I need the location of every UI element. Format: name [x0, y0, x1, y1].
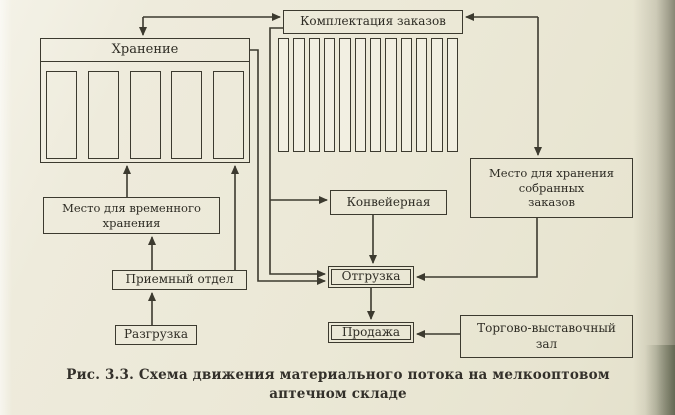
node-receiving: Приемный отдел [112, 270, 247, 290]
node-sale: Продажа [328, 322, 414, 343]
rack-bar [323, 38, 336, 152]
node-order-picking-label: Комплектация заказов [300, 14, 446, 29]
node-temp-storage: Место для временного хранения [43, 197, 220, 234]
storage-slot [129, 71, 161, 159]
rack-bar [354, 38, 366, 152]
node-order-picking: Комплектация заказов [283, 10, 463, 34]
storage-slot [87, 71, 119, 159]
picking-rack-stripes [278, 38, 458, 152]
node-sale-label: Продажа [341, 324, 401, 339]
page-gutter-shadow [633, 0, 675, 415]
rack-bar [308, 38, 320, 152]
figure-caption-line1: Рис. 3.3. Схема движения материального п… [66, 367, 610, 383]
node-receiving-label: Приемный отдел [125, 272, 234, 287]
figure-caption-line2: аптечном складе [269, 385, 407, 402]
rack-bar [339, 38, 351, 152]
node-assembled-orders: Место для хранения собранных заказов [470, 158, 633, 218]
rack-bar [293, 38, 305, 152]
node-shipping-label: Отгрузка [341, 269, 401, 284]
node-conveyor-label: Конвейерная [346, 194, 431, 209]
node-unloading-label: Разгрузка [123, 327, 188, 342]
node-temp-storage-line1: Место для временного [62, 200, 201, 215]
node-showroom: Торгово-выставочный зал [460, 315, 633, 358]
node-temp-storage-line2: хранения [102, 215, 161, 230]
storage-slots [46, 71, 244, 159]
rack-bar [278, 38, 290, 152]
storage-slot [213, 71, 244, 159]
node-assembled-orders-line3: заказов [528, 195, 575, 210]
storage-slot [171, 71, 203, 159]
node-storage-label: Хранение [111, 41, 179, 57]
page-corner-shadow [645, 345, 675, 415]
node-conveyor: Конвейерная [330, 190, 447, 215]
storage-slot [46, 71, 77, 159]
rack-bar [400, 38, 412, 152]
figure-caption: Рис. 3.3. Схема движения материального п… [18, 366, 658, 404]
node-assembled-orders-line1: Место для хранения [488, 165, 615, 180]
rack-bar [415, 38, 428, 152]
rack-bar [385, 38, 397, 152]
node-assembled-orders-line2: собранных [518, 180, 585, 195]
node-unloading: Разгрузка [115, 325, 197, 345]
page-left-edge-highlight [0, 0, 12, 415]
node-showroom-line1: Торгово-выставочный [477, 320, 616, 335]
node-showroom-line2: зал [535, 336, 558, 351]
rack-bar [446, 38, 458, 152]
rack-bar [431, 38, 443, 152]
node-shipping: Отгрузка [328, 266, 414, 288]
rack-bar [369, 38, 382, 152]
node-storage: Хранение [40, 38, 250, 62]
